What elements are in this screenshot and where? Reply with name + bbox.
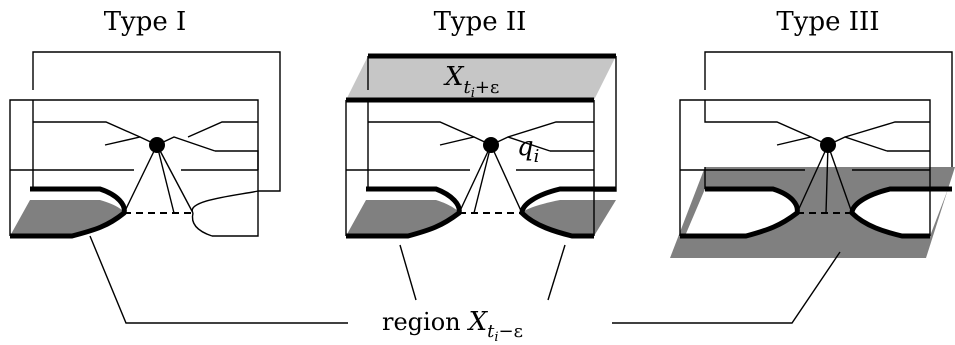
panel-title-type-1: Type I <box>104 7 187 37</box>
front-frame-type-1 <box>9 99 259 237</box>
critical-point-label: qi <box>517 132 539 167</box>
region-boundary-left-type-2 <box>346 186 462 239</box>
critical-point-type-2 <box>483 137 499 153</box>
critical-point-type-1 <box>149 137 165 153</box>
critical-lines-type-1 <box>104 136 259 214</box>
region-boundary-right-type-2 <box>519 186 616 239</box>
upper-region-label: Xti+ε <box>443 62 499 101</box>
critical-point-type-3 <box>820 137 836 153</box>
front-frame-type-3 <box>679 99 931 236</box>
region-lower-left-type-2 <box>346 200 460 236</box>
callout-line-type-3 <box>612 251 841 324</box>
panel-title-type-2: Type II <box>434 7 527 37</box>
region-lower-right-type-2 <box>522 200 616 236</box>
region-boundary-type-1 <box>10 186 127 239</box>
panel-type-1: Type I <box>9 7 281 239</box>
panel-title-type-3: Type III <box>776 7 879 37</box>
panel-type-3: Type III <box>670 7 955 258</box>
region-upper-type-2 <box>346 56 616 100</box>
region-boundary-left-type-3 <box>680 186 800 239</box>
inner-lines-type-3 <box>680 100 930 171</box>
callout-line-type-1 <box>89 235 348 324</box>
callout-line-type-2-left <box>399 244 417 301</box>
back-frame-type-1 <box>32 51 281 192</box>
callout-line-type-2-right <box>547 244 566 301</box>
region-lower-type-1 <box>10 200 125 236</box>
panel-type-2: Type II Xti+ε qi <box>345 7 617 239</box>
inner-lines-type-2 <box>346 100 594 187</box>
region-boundary-right-type-3 <box>849 186 952 239</box>
inner-lines-type-1 <box>10 100 259 187</box>
